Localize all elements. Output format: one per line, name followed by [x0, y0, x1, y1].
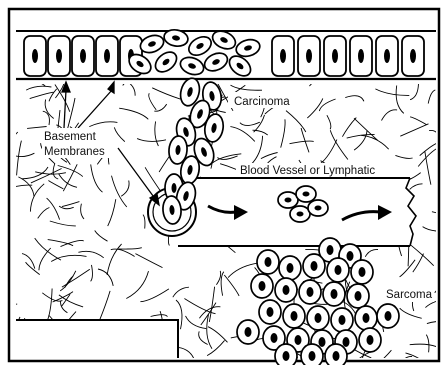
vessel-label: Blood Vessel or Lymphatic [240, 165, 375, 177]
carcinoma-label: Carcinoma [234, 96, 290, 108]
basement-label-line1: Basement [44, 131, 97, 143]
sarcoma-label: Sarcoma [386, 289, 433, 301]
basement-label-line2: Membranes [44, 146, 105, 158]
